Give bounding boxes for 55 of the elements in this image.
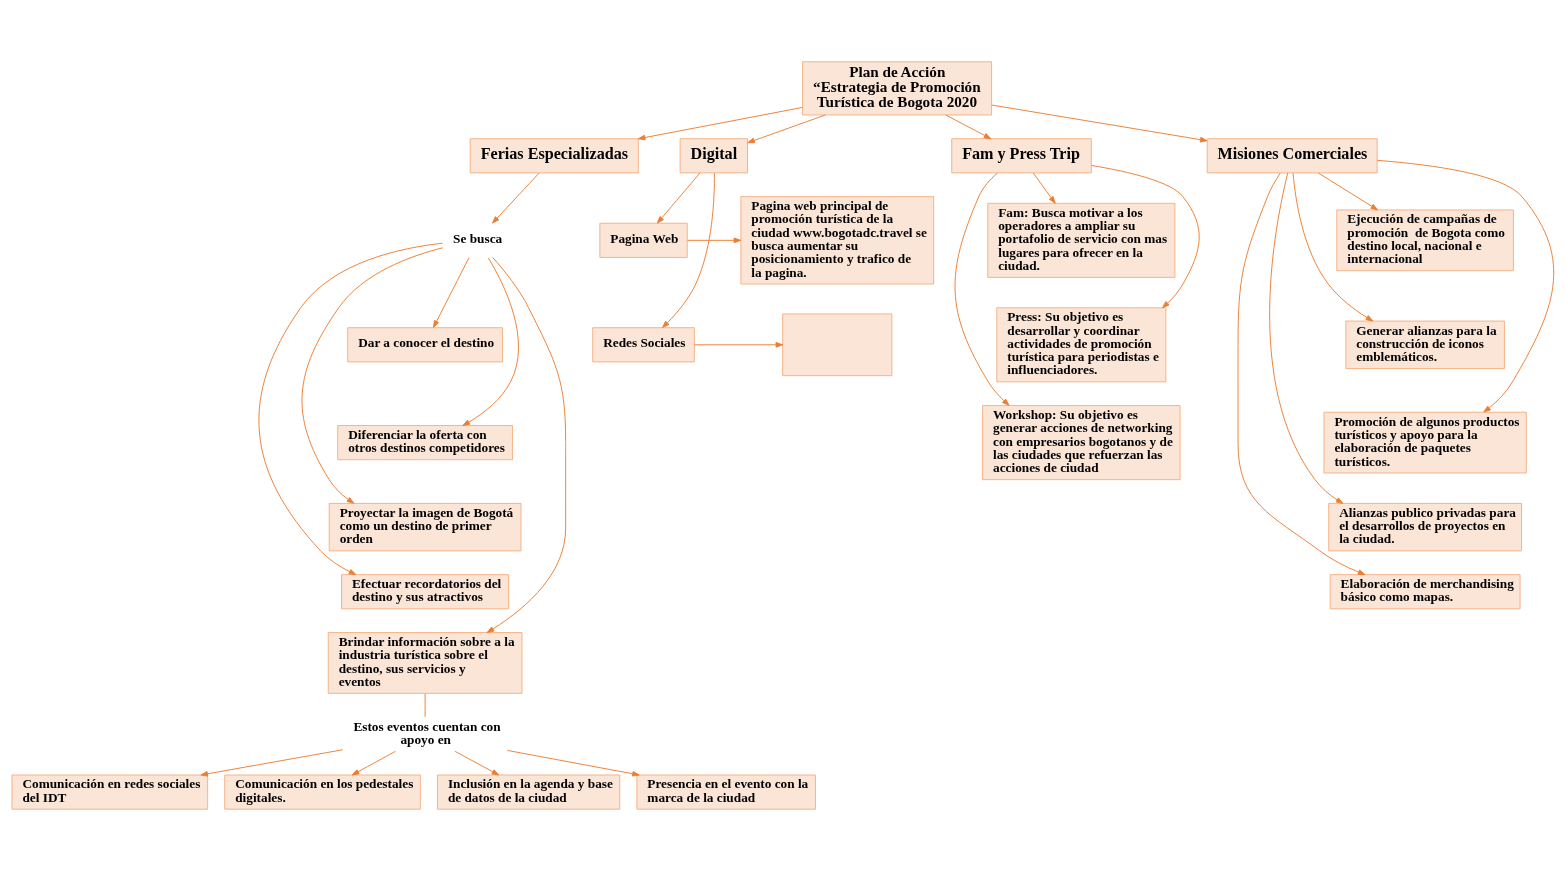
arrow — [954, 172, 1010, 406]
arrow — [433, 257, 470, 328]
arrow — [454, 750, 500, 776]
node-box: Press: Su objetivo es desarrollar y coordinar actividades de promoción turística para periodistas e influenciadores. — [996, 307, 1167, 383]
arrow — [351, 750, 396, 776]
node-box: Fam: Busca motivar a los operadores a ampliar su portafolio de servicio con mas lugares para ofrecer en la ciudad. — [987, 202, 1176, 278]
arrow — [747, 114, 826, 144]
node-box: Ejecución de campañas de promoción de Bogota como destino local, nacional e internacional — [1336, 209, 1514, 272]
arrow — [637, 106, 803, 141]
arrow — [1317, 172, 1379, 211]
arrow — [492, 172, 540, 224]
node-box: Fam y Press Trip — [951, 138, 1092, 174]
node-box — [782, 313, 893, 377]
node-box: Redes Sociales — [592, 327, 695, 363]
node-box: Inclusión en la agenda y base de datos de la ciudad — [436, 774, 621, 810]
node-box: Dar a conocer el destino — [347, 327, 503, 363]
node-box: Misiones Comerciales — [1206, 138, 1378, 174]
arrow — [991, 104, 1208, 143]
arrow — [1376, 159, 1555, 413]
node-box: Ferias Especializadas — [469, 138, 639, 174]
arrow — [301, 247, 444, 504]
node-box: Efectuar recordatorios del destino y sus atractivos — [341, 574, 510, 610]
node-box: Pagina Web — [599, 222, 688, 258]
node-box: Generar alianzas para la construcción de iconos emblemáticos. — [1345, 320, 1505, 370]
node-box: Diferenciar la oferta con otros destinos competidores — [337, 425, 513, 461]
arrow — [1269, 172, 1344, 504]
arrow — [1032, 172, 1056, 204]
arrow — [462, 257, 519, 426]
arrow — [1091, 164, 1200, 309]
node-box: Brindar información sobre a la industria turística sobre el destino, sus servicios y eventos — [327, 632, 523, 694]
arrow — [1237, 172, 1366, 576]
node-box: Promoción de algunos productos turísticos y apoyo para la elaboración de paquetes turísticos. — [1323, 411, 1527, 474]
arrow — [258, 242, 443, 575]
arrow — [694, 342, 784, 348]
node-text: Se busca — [453, 230, 503, 246]
node-box: Comunicación en los pedestales digitales. — [224, 774, 421, 810]
arrow — [656, 172, 701, 224]
node-box: Proyectar la imagen de Bogotá como un destino de primer orden — [328, 502, 522, 552]
node-box: Alianzas publico privadas para el desarrollos de proyectos en la ciudad. — [1328, 502, 1522, 552]
arrow — [686, 237, 742, 244]
node-box: Elaboración de merchandising básico como mapas. — [1329, 574, 1521, 610]
arrow — [662, 172, 715, 328]
node-text: Estos eventos cuentan con apoyo en — [353, 718, 501, 747]
node-box: Plan de Acción “Estrategia de Promoción Turística de Bogota 2020 — [802, 61, 993, 116]
arrow — [486, 257, 567, 633]
connector — [424, 693, 426, 718]
arrow — [506, 749, 640, 777]
node-box: Comunicación en redes sociales del IDT — [11, 774, 209, 810]
arrow — [200, 749, 344, 777]
node-box: Digital — [679, 138, 748, 174]
node-box: Pagina web principal de promoción turística de la ciudad www.bogotadc.travel se busca aumentar su posicionamiento y trafico de la pagina. — [740, 196, 935, 285]
arrow — [1292, 172, 1374, 322]
node-box: Presencia en el evento con la marca de la ciudad — [636, 774, 816, 810]
node-box: Workshop: Su objetivo es generar acciones de networking con empresarios bogotanos y de las ciudades que refuerzan las acciones de ciudad — [982, 405, 1181, 481]
arrow — [945, 114, 992, 140]
